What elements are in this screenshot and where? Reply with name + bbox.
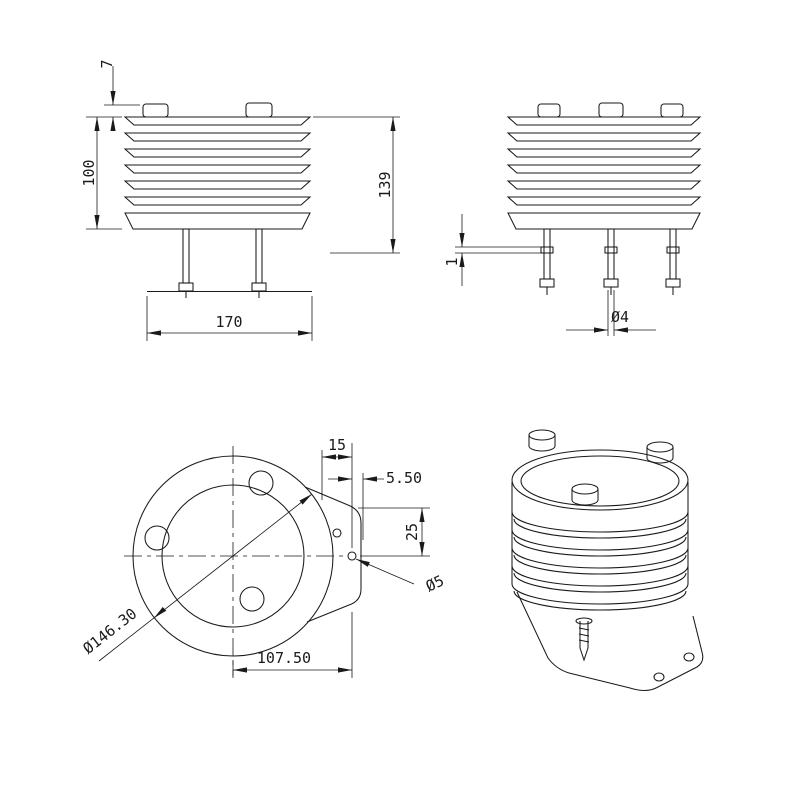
dim-outer-diameter: Ø146.30 xyxy=(79,605,140,658)
dim-louver-stack-height: 100 xyxy=(80,159,98,186)
top-view xyxy=(132,455,362,657)
front-view-right xyxy=(507,102,701,295)
dim-tab-height: 25 xyxy=(403,523,421,541)
dim-hole-offset: 5.50 xyxy=(386,469,422,487)
plate-hole xyxy=(683,652,695,662)
dim-tab-width: 15 xyxy=(328,436,346,454)
dim-cap-height: 7 xyxy=(98,59,116,68)
front-view-left xyxy=(124,102,312,298)
dimensions-front-left xyxy=(86,66,400,341)
dim-washer-thickness: 1 xyxy=(443,257,461,266)
top-caps xyxy=(142,102,273,118)
dim-mount-hole-distance: 107.50 xyxy=(257,649,311,667)
cap-ellipse xyxy=(511,449,689,511)
mounting-plate xyxy=(516,591,704,692)
isometric-view xyxy=(511,429,704,692)
top-caps xyxy=(537,102,684,118)
cap-inner-ellipse xyxy=(520,455,680,507)
dim-tab-hole-diameter: Ø5 xyxy=(423,571,447,595)
dim-bolt-diameter: Ø4 xyxy=(611,308,629,326)
louver-stack xyxy=(507,116,701,230)
mounting-hole xyxy=(144,525,170,551)
inner-circle xyxy=(161,484,305,628)
plate-hole xyxy=(653,672,665,682)
outer-circle xyxy=(132,455,334,657)
center-lines xyxy=(124,446,346,676)
louver-stack xyxy=(124,116,311,230)
mounting-hole xyxy=(239,586,265,612)
dim-overall-height: 139 xyxy=(376,171,394,198)
bracket-hole xyxy=(347,551,357,561)
dim-base-width: 170 xyxy=(215,313,242,331)
mounting-legs xyxy=(178,228,267,298)
dimension-labels-top-view: 15 5.50 25 Ø5 Ø146.30 107.50 xyxy=(79,436,446,667)
knobs xyxy=(528,429,674,506)
louver-bands xyxy=(511,482,689,611)
mounting-hole xyxy=(248,470,274,496)
mounting-bolts xyxy=(539,228,681,295)
bracket-hole xyxy=(332,528,342,538)
dimension-labels-front-right: 1 Ø4 xyxy=(443,257,629,326)
dimension-labels-front-left: 7 100 139 170 xyxy=(80,59,394,331)
dimensions-front-right xyxy=(455,214,656,336)
screw xyxy=(575,617,593,662)
dimensions-top-view xyxy=(98,443,430,678)
